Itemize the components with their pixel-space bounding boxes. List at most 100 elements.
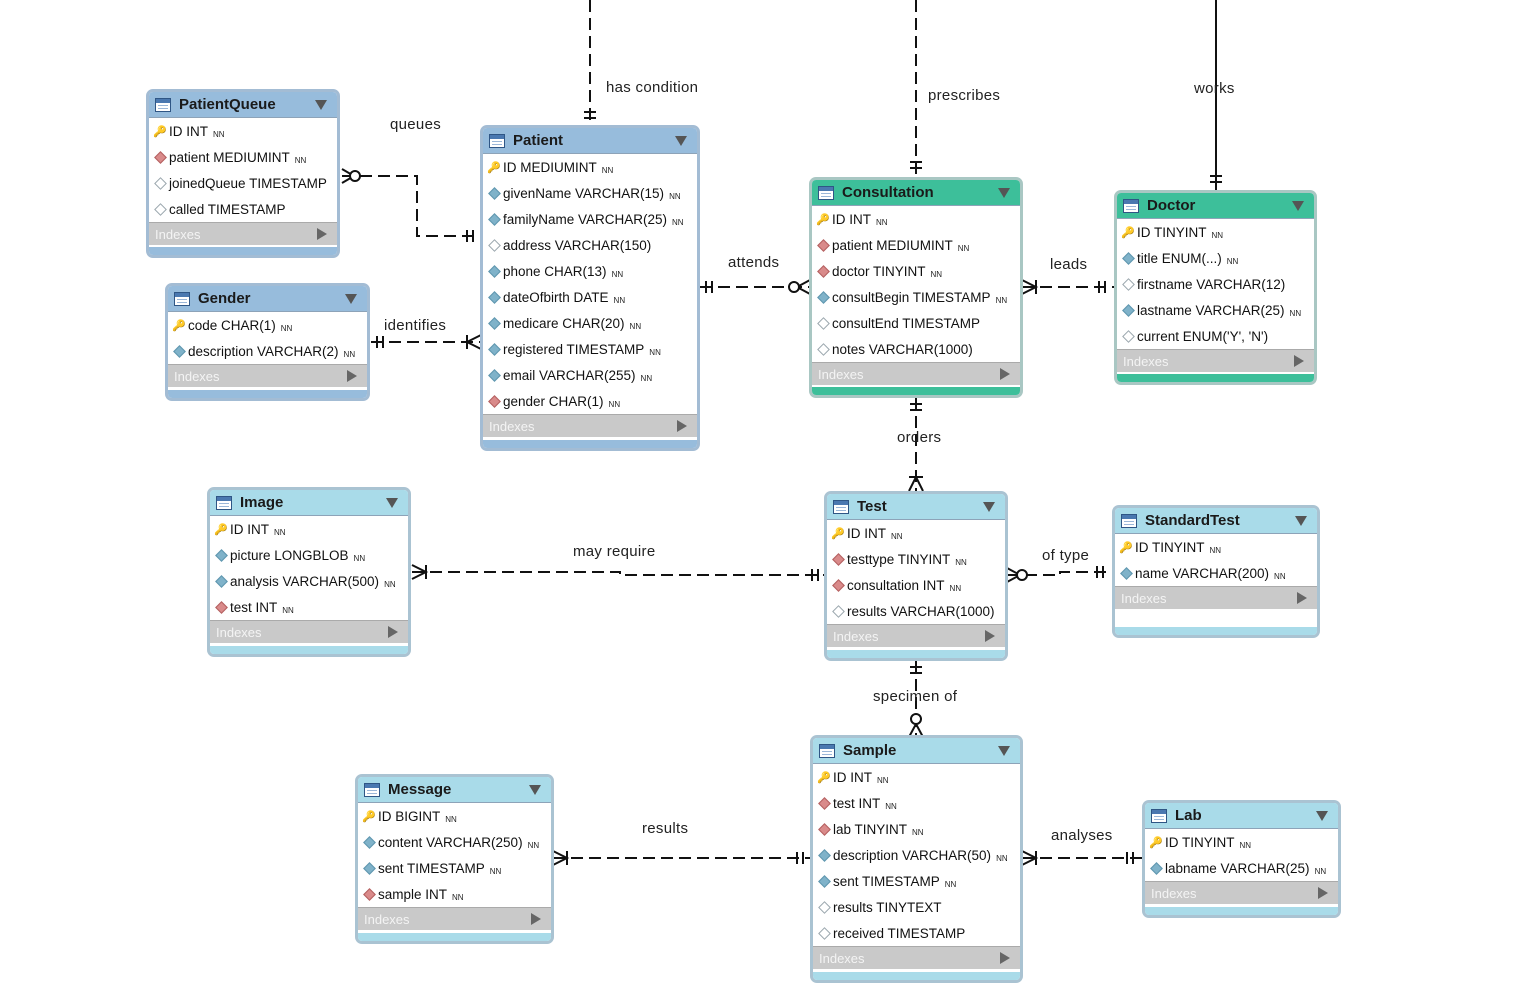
expand-arrow-icon[interactable]	[317, 228, 327, 240]
indexes-section[interactable]: Indexes	[358, 907, 551, 930]
expand-arrow-icon[interactable]	[677, 420, 687, 432]
collapse-arrow-icon[interactable]	[998, 187, 1010, 198]
column-row[interactable]: current ENUM('Y', 'N')	[1117, 323, 1314, 349]
column-row[interactable]: results TINYTEXT	[813, 894, 1020, 920]
table-header[interactable]: PatientQueue	[149, 92, 337, 118]
table-header[interactable]: Test	[827, 494, 1005, 520]
expand-arrow-icon[interactable]	[1000, 368, 1010, 380]
column-row[interactable]: givenName VARCHAR(15)NN	[483, 180, 697, 206]
column-row[interactable]: labname VARCHAR(25)NN	[1145, 855, 1338, 881]
column-row[interactable]: familyName VARCHAR(25)NN	[483, 206, 697, 232]
indexes-section[interactable]: Indexes	[483, 414, 697, 437]
table-header[interactable]: Message	[358, 777, 551, 803]
column-row[interactable]: title ENUM(...)NN	[1117, 245, 1314, 271]
column-row[interactable]: gender CHAR(1)NN	[483, 388, 697, 414]
expand-arrow-icon[interactable]	[1297, 592, 1307, 604]
expand-arrow-icon[interactable]	[1000, 952, 1010, 964]
column-row[interactable]: email VARCHAR(255)NN	[483, 362, 697, 388]
collapse-arrow-icon[interactable]	[983, 501, 995, 512]
column-row[interactable]: 🔑code CHAR(1)NN	[168, 312, 367, 338]
expand-arrow-icon[interactable]	[985, 630, 995, 642]
column-row[interactable]: called TIMESTAMP	[149, 196, 337, 222]
column-row[interactable]: description VARCHAR(50)NN	[813, 842, 1020, 868]
collapse-arrow-icon[interactable]	[315, 99, 327, 110]
column-row[interactable]: firstname VARCHAR(12)	[1117, 271, 1314, 297]
indexes-section[interactable]: Indexes	[1115, 586, 1317, 609]
collapse-arrow-icon[interactable]	[345, 293, 357, 304]
indexes-section[interactable]: Indexes	[149, 222, 337, 245]
collapse-arrow-icon[interactable]	[1295, 515, 1307, 526]
table-header[interactable]: Sample	[813, 738, 1020, 764]
table-header[interactable]: Doctor	[1117, 193, 1314, 219]
column-row[interactable]: consultEnd TIMESTAMP	[812, 310, 1020, 336]
indexes-section[interactable]: Indexes	[210, 620, 408, 643]
collapse-arrow-icon[interactable]	[1292, 200, 1304, 211]
expand-arrow-icon[interactable]	[531, 913, 541, 925]
expand-arrow-icon[interactable]	[1294, 355, 1304, 367]
table-header[interactable]: Gender	[168, 286, 367, 312]
column-row[interactable]: description VARCHAR(2)NN	[168, 338, 367, 364]
column-row[interactable]: received TIMESTAMP	[813, 920, 1020, 946]
table-header[interactable]: Consultation	[812, 180, 1020, 206]
indexes-section[interactable]: Indexes	[168, 364, 367, 387]
column-row[interactable]: joinedQueue TIMESTAMP	[149, 170, 337, 196]
expand-arrow-icon[interactable]	[1318, 887, 1328, 899]
column-row[interactable]: name VARCHAR(200)NN	[1115, 560, 1317, 586]
collapse-arrow-icon[interactable]	[529, 784, 541, 795]
column-row[interactable]: content VARCHAR(250)NN	[358, 829, 551, 855]
table-header[interactable]: Patient	[483, 128, 697, 154]
indexes-section[interactable]: Indexes	[812, 362, 1020, 385]
column-row[interactable]: results VARCHAR(1000)	[827, 598, 1005, 624]
column-row[interactable]: notes VARCHAR(1000)	[812, 336, 1020, 362]
indexes-section[interactable]: Indexes	[827, 624, 1005, 647]
collapse-arrow-icon[interactable]	[675, 135, 687, 146]
table-header[interactable]: StandardTest	[1115, 508, 1317, 534]
indexes-section[interactable]: Indexes	[1117, 349, 1314, 372]
column-row[interactable]: analysis VARCHAR(500)NN	[210, 568, 408, 594]
table-header[interactable]: Lab	[1145, 803, 1338, 829]
column-row[interactable]: address VARCHAR(150)	[483, 232, 697, 258]
expand-arrow-icon[interactable]	[388, 626, 398, 638]
collapse-arrow-icon[interactable]	[1316, 810, 1328, 821]
expand-arrow-icon[interactable]	[347, 370, 357, 382]
collapse-arrow-icon[interactable]	[386, 497, 398, 508]
collapse-arrow-icon[interactable]	[998, 745, 1010, 756]
table-header[interactable]: Image	[210, 490, 408, 516]
indexes-section[interactable]: Indexes	[1145, 881, 1338, 904]
column-row[interactable]: lastname VARCHAR(25)NN	[1117, 297, 1314, 323]
